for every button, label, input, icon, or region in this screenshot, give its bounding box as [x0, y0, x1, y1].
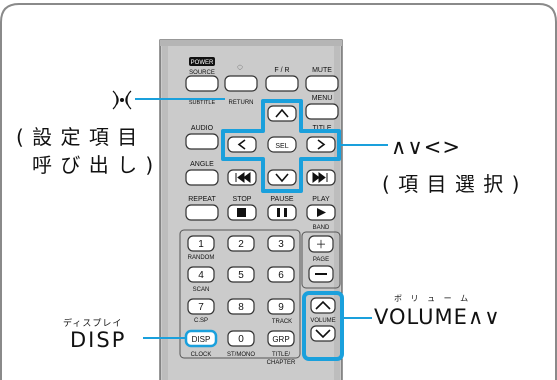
num9-label: 9: [278, 302, 284, 313]
pause-button[interactable]: [267, 204, 297, 221]
digit-9-button[interactable]: [267, 298, 295, 315]
repeat-label: REPEAT: [188, 196, 216, 203]
repeat-button[interactable]: [185, 204, 219, 221]
page-label: PAGE: [313, 257, 329, 263]
num2-label: 2: [238, 239, 244, 250]
num0-label: 0: [238, 334, 244, 345]
page-plus-button[interactable]: [308, 235, 334, 253]
settings-glyph: ◌: [237, 62, 243, 73]
source-button[interactable]: [185, 75, 219, 92]
num3-label: 3: [278, 239, 284, 250]
power-badge-label: POWER: [191, 60, 214, 66]
mute-label: MUTE: [312, 67, 332, 74]
disp-label: DISP: [192, 335, 211, 344]
digit-8-button[interactable]: [227, 298, 255, 315]
arrows-callout-symbols: ∧∨<>: [391, 135, 461, 159]
up-button[interactable]: [267, 105, 297, 122]
stop-label: STOP: [233, 196, 252, 203]
remote-side-left: [162, 46, 168, 380]
arrows-callout-desc: ( 項 目 選 択 ): [382, 172, 521, 196]
play-label: PLAY: [312, 196, 330, 203]
settings-symbol-icon: [112, 90, 132, 110]
source-label: SOURCE: [189, 70, 215, 76]
right-button[interactable]: [306, 136, 336, 153]
num4-label: 4: [198, 270, 204, 281]
mute-button[interactable]: [305, 75, 339, 92]
left-button[interactable]: [227, 136, 257, 153]
angle-button[interactable]: [185, 169, 219, 186]
menu-label: MENU: [312, 95, 333, 102]
digit-3-button[interactable]: [267, 235, 295, 252]
title-chapter-2-label: CHAPTER: [267, 360, 296, 366]
num8-label: 8: [238, 302, 244, 313]
random-label: RANDOM: [188, 255, 215, 261]
volume-label: VOLUME: [310, 318, 335, 324]
num7-label: 7: [198, 302, 204, 313]
fr-button[interactable]: [265, 75, 299, 92]
volume-callout: VOLUME∧∨: [374, 305, 501, 329]
clock-label: CLOCK: [191, 352, 212, 358]
remote-top-edge: [160, 40, 342, 46]
cursor-highlight: [221, 99, 341, 193]
title-chapter-1-label: TITLE/: [272, 352, 290, 358]
volume-down-button[interactable]: [310, 325, 336, 342]
volume-highlight: [302, 291, 344, 361]
grp-label: GRP: [272, 335, 289, 344]
digit-2-button[interactable]: [227, 235, 255, 252]
digit-7-button[interactable]: [187, 298, 215, 315]
csp-label: C.SP: [194, 318, 208, 324]
st-mono-label: ST/MONO: [227, 352, 255, 358]
power-badge: [189, 57, 215, 66]
disp-ruby: ディスプレイ: [63, 319, 123, 329]
band-label: BAND: [313, 225, 330, 231]
remote-side-right: [334, 46, 340, 380]
pause-label: PAUSE: [270, 196, 294, 203]
sel-button[interactable]: [267, 136, 297, 153]
num5-label: 5: [238, 270, 244, 281]
down-button[interactable]: [267, 169, 297, 186]
digit-0-button[interactable]: [227, 330, 255, 347]
digit-5-button[interactable]: [227, 266, 255, 283]
volume-ruby: ボ リ ュ ー ム: [394, 294, 472, 303]
digit-6-button[interactable]: [267, 266, 295, 283]
settings-button[interactable]: [224, 75, 258, 92]
digit-1-button[interactable]: [187, 235, 215, 252]
settings-callout-line2: 呼 び 出 し ): [32, 153, 155, 177]
page-frame: [301, 231, 341, 289]
sel-label: SEL: [275, 143, 288, 150]
settings-callout-line1: ( 設 定 項 目: [16, 125, 139, 149]
volume-up-button[interactable]: [310, 297, 336, 314]
menu-button[interactable]: [305, 103, 339, 120]
scan-label: SCAN: [193, 287, 210, 293]
track-label: TRACK: [272, 319, 292, 325]
num6-label: 6: [278, 270, 284, 281]
numpad-frame: [179, 229, 301, 359]
angle-label: ANGLE: [190, 161, 214, 168]
num1-label: 1: [198, 239, 204, 250]
title-label: TITLE: [312, 125, 331, 132]
audio-label: AUDIO: [191, 125, 214, 132]
grp-button[interactable]: [267, 330, 295, 347]
return-label: RETURN: [229, 100, 254, 106]
digit-4-button[interactable]: [187, 266, 215, 283]
audio-button[interactable]: [185, 133, 219, 150]
subtitle-label: SUBTITLE: [189, 100, 216, 106]
fr-label: F / R: [274, 67, 289, 74]
plus-label: ＋: [316, 239, 327, 251]
disp-callout: DISP: [70, 328, 127, 352]
